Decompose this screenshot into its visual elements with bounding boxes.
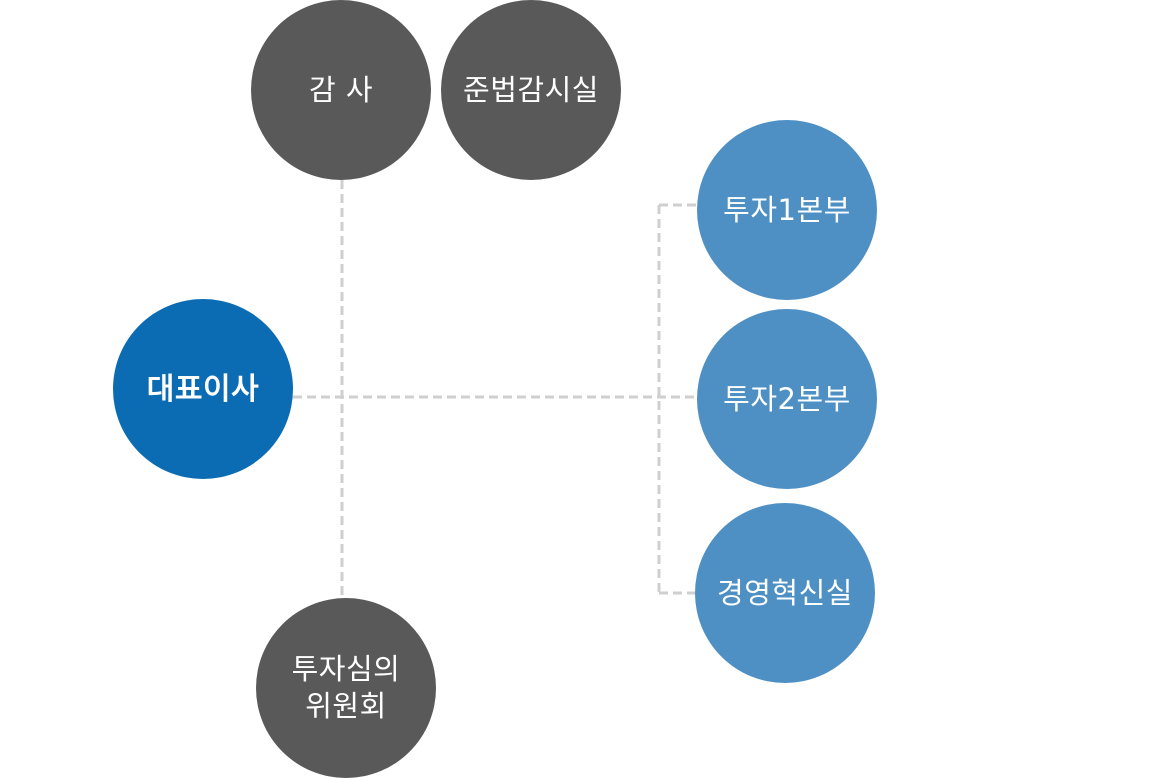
node-investment-2: 투자2본부 <box>697 309 877 489</box>
node-compliance: 준법감시실 <box>441 0 621 180</box>
node-compliance-label: 준법감시실 <box>463 72 599 107</box>
node-ceo-label: 대표이사 <box>146 371 260 407</box>
node-investment-1-label: 투자1본부 <box>723 192 851 227</box>
node-audit: 감 사 <box>251 0 431 180</box>
node-investment-1: 투자1본부 <box>697 120 877 300</box>
node-management-innovation-label: 경영혁신실 <box>717 575 853 610</box>
node-investment-committee-line2: 위원회 <box>305 689 387 723</box>
node-investment-committee-line1: 투자심의 <box>291 652 401 686</box>
node-ceo: 대표이사 <box>113 299 293 479</box>
node-management-innovation: 경영혁신실 <box>695 503 875 683</box>
node-investment-committee: 투자심의 위원회 <box>256 598 436 778</box>
node-investment-committee-label: 투자심의 위원회 <box>292 651 401 725</box>
node-audit-label: 감 사 <box>308 72 374 107</box>
node-investment-2-label: 투자2본부 <box>723 381 851 416</box>
